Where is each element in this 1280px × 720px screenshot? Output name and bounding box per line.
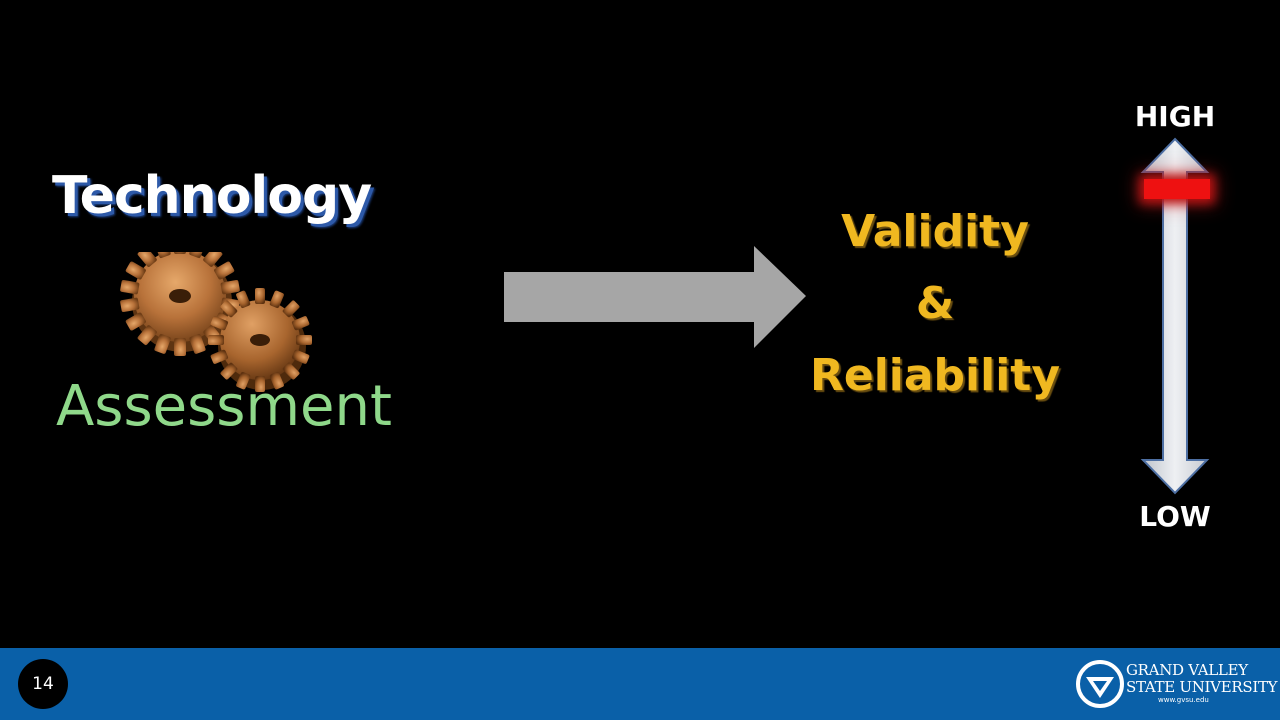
- gvsu-logo-icon: [1076, 660, 1124, 708]
- technology-title: Technology: [52, 166, 372, 226]
- page-number: 14: [18, 659, 68, 709]
- logo-line-2: STATE UNIVERSITY: [1126, 678, 1278, 696]
- gvsu-logo-text: GRAND VALLEY STATE UNIVERSITY: [1126, 661, 1278, 696]
- validity-label: Validity: [841, 206, 1029, 257]
- high-low-scale: HIGH LOW: [1110, 96, 1240, 536]
- right-arrow-icon: [504, 246, 806, 348]
- logo-url: www.gvsu.edu: [1158, 696, 1209, 704]
- gears-icon: [120, 252, 312, 392]
- assessment-label: Assessment: [56, 374, 392, 439]
- gvsu-logo: GRAND VALLEY STATE UNIVERSITY www.gvsu.e…: [1074, 658, 1278, 712]
- scale-high-label: HIGH: [1134, 100, 1216, 133]
- logo-line-1: GRAND VALLEY: [1126, 661, 1248, 679]
- footer-bar: 14 GRAND VALLEY STATE UNIVERSITY www.gvs…: [0, 648, 1280, 720]
- level-marker: [1144, 179, 1210, 199]
- double-arrow-icon: [1140, 137, 1210, 495]
- reliability-label: Reliability: [809, 350, 1061, 401]
- ampersand-label: &: [915, 278, 955, 329]
- slide: Technology: [52, 96, 1240, 536]
- validity-reliability-text: Validity & Reliability: [800, 196, 1070, 412]
- scale-low-label: LOW: [1139, 500, 1211, 533]
